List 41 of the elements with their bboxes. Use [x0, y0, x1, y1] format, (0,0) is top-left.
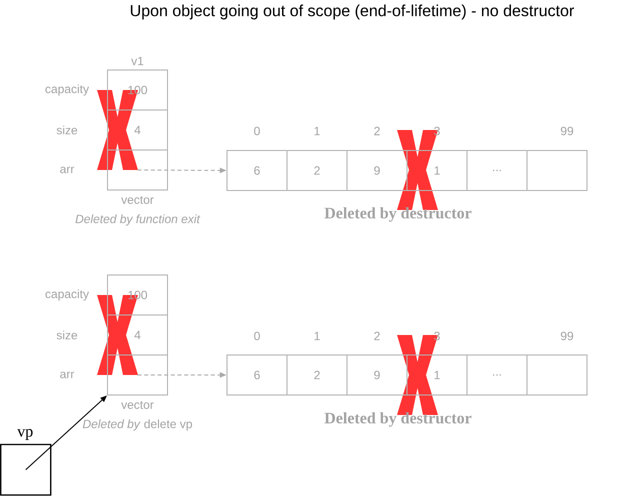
- value-cell: 4: [107, 110, 168, 150]
- index-label: 1: [314, 126, 320, 136]
- field-label: arr: [60, 166, 74, 174]
- field-label: capacity: [46, 84, 89, 96]
- field-label: size: [56, 126, 78, 134]
- index-label: 0: [254, 126, 260, 136]
- value-cell: 4: [107, 314, 168, 356]
- index-label: 2: [374, 126, 380, 136]
- note-text: Deleted by delete vp: [82, 419, 192, 431]
- array-cell: ...: [466, 150, 528, 191]
- index-label: 1: [314, 332, 320, 340]
- array-cell: [526, 354, 588, 396]
- type-label: vector: [121, 196, 154, 204]
- value-cell: 100: [107, 70, 168, 110]
- note-text: Deleted by function exit: [76, 214, 200, 226]
- index-label: 99: [560, 332, 574, 340]
- array-cell: 1: [406, 354, 468, 396]
- pointer-cell: [107, 354, 168, 396]
- field-label: arr: [60, 372, 74, 378]
- array-cell: [526, 150, 588, 191]
- value-cell: 100: [107, 274, 168, 316]
- array-cell: 1: [406, 150, 468, 191]
- array-cell: 9: [346, 354, 408, 396]
- field-label: size: [56, 330, 78, 340]
- array-cell: 2: [286, 354, 348, 396]
- index-label: 2: [374, 332, 380, 340]
- array-cell: 6: [226, 354, 288, 396]
- array-cell: 6: [226, 150, 288, 191]
- type-label: vector: [121, 401, 154, 409]
- note-text: Deleted by destructor: [324, 207, 472, 222]
- index-label: 99: [560, 126, 574, 136]
- array-cell: 9: [346, 150, 408, 191]
- title: Upon object going out of scope (end-of-lifetime) - no destructor: [130, 4, 574, 20]
- field-label: capacity: [46, 289, 89, 301]
- index-label: 0: [254, 332, 260, 340]
- variable-name: vp: [17, 429, 33, 440]
- pointer-cell: [107, 150, 168, 190]
- array-cell: ...: [466, 354, 528, 396]
- note-text: Deleted by destructor: [324, 412, 472, 427]
- array-cell: 2: [286, 150, 348, 191]
- variable-name: v1: [131, 56, 144, 66]
